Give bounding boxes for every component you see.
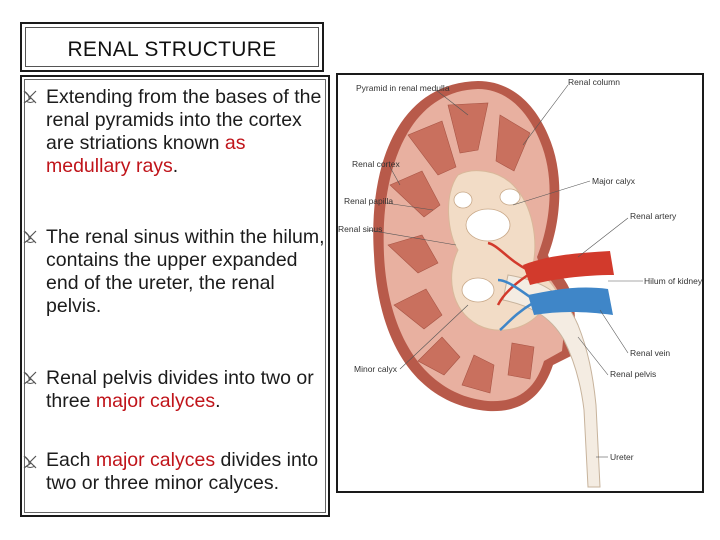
bullet-text: The renal sinus within the hilum, contai… — [46, 226, 328, 318]
title-box-inner — [25, 27, 319, 67]
vein-branches — [497, 278, 534, 331]
label-sinus: Renal sinus — [338, 224, 382, 234]
bullet-segment: Extending from the bases of the renal py… — [46, 86, 322, 154]
title-box: RENAL STRUCTURE — [20, 22, 324, 72]
bullet-segment: Renal pelvis divides into two or three — [46, 367, 314, 412]
label-papilla: Renal papilla — [344, 196, 393, 206]
kidney-diagram-frame: Pyramid in renal medulla Renal column Re… — [336, 73, 704, 493]
label-pyramid: Pyramid in renal medulla — [356, 83, 450, 93]
label-column: Renal column — [568, 77, 620, 87]
highlighted-term: major calyces — [95, 390, 216, 412]
highlighted-term: as medullary rays — [46, 132, 246, 177]
leader-lines — [367, 84, 643, 458]
calyces — [453, 188, 521, 303]
label-ureter: Ureter — [610, 452, 634, 462]
renal-vein — [528, 287, 613, 315]
bullet-text: Renal pelvis divides into two or three m… — [46, 367, 328, 413]
content-frame-inner — [24, 79, 326, 513]
bullet-segment: Each — [46, 449, 96, 471]
bullet-segment: divides into two or three minor calyces. — [46, 449, 319, 494]
bullet-text: Extending from the bases of the renal py… — [46, 86, 328, 178]
label-cortex: Renal cortex — [352, 159, 400, 169]
label-pelvis: Renal pelvis — [610, 369, 656, 379]
bullet-icon — [23, 230, 37, 244]
label-hilum: Hilum of kidney — [644, 276, 702, 286]
bullet-icon — [23, 90, 37, 104]
bullet-segment: . — [172, 155, 179, 177]
renal-pyramids — [387, 102, 535, 394]
bullet-segment: . — [215, 390, 221, 412]
artery-branches — [487, 241, 529, 306]
label-major-calyx: Major calyx — [592, 176, 636, 186]
bullet-icon — [23, 455, 37, 469]
kidney-diagram: Pyramid in renal medulla Renal column Re… — [338, 77, 702, 488]
label-vein: Renal vein — [630, 348, 670, 358]
bullet-segment: The renal sinus within the hilum, contai… — [46, 226, 325, 317]
label-artery: Renal artery — [630, 211, 677, 221]
bullet-text: Each major calyces divides into two or t… — [46, 449, 328, 495]
slide-title: RENAL STRUCTURE — [67, 38, 277, 61]
renal-artery — [523, 251, 614, 285]
highlighted-term: major calyces — [95, 449, 216, 471]
content-frame — [20, 75, 330, 517]
label-minor-calyx: Minor calyx — [354, 364, 398, 374]
bullet-icon — [23, 371, 37, 385]
